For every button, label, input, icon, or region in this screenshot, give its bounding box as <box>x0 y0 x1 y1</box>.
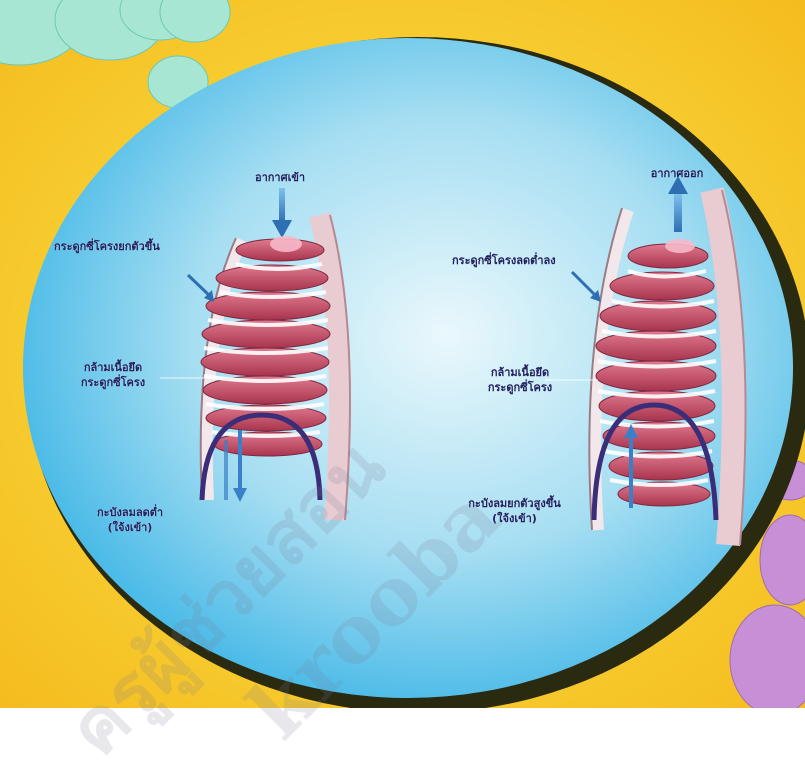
left-muscle-label: กล้ามเนื้อยึด กระดูกซี่โครง <box>58 360 168 390</box>
right-muscle-label-line2: กระดูกซี่โครง <box>470 380 570 395</box>
left-diaphragm-label: กะบังลมลดต่ำ (ใจ้งเข้า) <box>80 505 180 535</box>
left-rib-label: กระดูกซี่โครงยกตัวขึ้น <box>54 239 160 254</box>
right-muscle-label-line1: กล้ามเนื้อยึด <box>470 365 570 380</box>
left-muscle-label-line2: กระดูกซี่โครง <box>58 375 168 390</box>
left-diaphragm-label-line1: กะบังลมลดต่ำ <box>80 505 180 520</box>
right-muscle-label: กล้ามเนื้อยึด กระดูกซี่โครง <box>470 365 570 395</box>
left-muscle-label-line1: กล้ามเนื้อยึด <box>58 360 168 375</box>
left-diaphragm-label-line2: (ใจ้งเข้า) <box>80 520 180 535</box>
right-air-out-label: อากาศออก <box>622 166 732 181</box>
left-air-in-label: อากาศเข้า <box>230 170 330 185</box>
right-rib-label: กระดูกซี่โครงลดต่ำลง <box>452 253 556 268</box>
right-ribs <box>596 244 716 506</box>
